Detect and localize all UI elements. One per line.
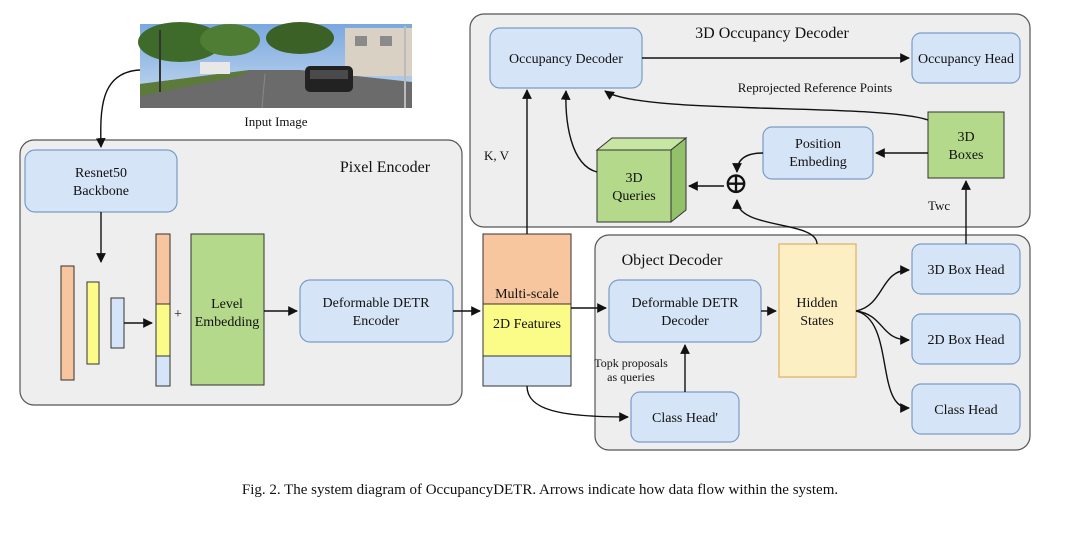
deformable-decoder-box xyxy=(608,279,762,343)
arrow-hidden-to-box2d xyxy=(855,310,910,345)
input-image xyxy=(138,22,412,109)
hidden-states-label-2: States xyxy=(800,314,833,329)
figure-caption: Fig. 2. The system diagram of OccupancyD… xyxy=(241,482,839,498)
kv-label: K, V xyxy=(484,148,510,163)
box3d-head-label: 3D Box Head xyxy=(928,263,1005,278)
features-orange xyxy=(482,233,572,305)
deformable-encoder-box xyxy=(299,279,454,343)
class-head-prime-label: Class Head' xyxy=(652,411,718,426)
resnet-backbone-box xyxy=(24,149,178,213)
boxes-3d-label-2: Boxes xyxy=(949,148,984,163)
hidden-states-box xyxy=(778,243,857,378)
features-label-2: 2D Features xyxy=(493,317,561,332)
resnet-backbone-label-1: Resnet50 xyxy=(75,166,127,181)
queries-3d-label-2: Queries xyxy=(612,189,656,204)
level-embedding-label-2: Embedding xyxy=(195,315,260,330)
arrow-hidden-to-class xyxy=(855,310,910,413)
arrow-queries-to-occdecoder xyxy=(560,90,598,173)
occupancy-decoder-label: Occupancy Decoder xyxy=(509,52,623,67)
level-embedding-box xyxy=(190,233,265,386)
pixel-encoder-title: Pixel Encoder xyxy=(340,159,431,176)
queries-3d-label-1: 3D xyxy=(625,171,642,186)
arrow-position-to-add xyxy=(732,152,764,173)
features-label-1: Multi-scale xyxy=(495,287,559,302)
reprojected-points-label: Reprojected Reference Points xyxy=(738,80,893,95)
resnet-backbone-label-2: Backbone xyxy=(73,184,129,199)
flow-arrows xyxy=(95,53,971,422)
feature-bar-blue xyxy=(110,297,125,349)
arrow-hidden-to-box3d xyxy=(855,265,910,312)
occupancy-head-box xyxy=(911,32,1021,84)
input-image-label: Input Image xyxy=(244,114,307,129)
class-head-box xyxy=(911,383,1021,435)
stack-yellow xyxy=(155,303,171,357)
class-head-label: Class Head xyxy=(934,403,997,418)
object-decoder-title: Object Decoder xyxy=(622,252,724,269)
arrow-hidden-to-add xyxy=(732,199,818,245)
boxes-3d xyxy=(927,111,1005,179)
box2d-head-box xyxy=(911,313,1021,365)
topk-label-1: Topk proposals xyxy=(594,356,668,370)
features-blue xyxy=(482,355,572,387)
position-embedding-box xyxy=(762,126,874,180)
occupancy-group-title: 3D Occupancy Decoder xyxy=(695,25,849,42)
concat-plus: + xyxy=(174,307,182,322)
arrow-boxes-to-occdecoder-reprojected xyxy=(604,90,929,121)
feature-bar-yellow xyxy=(86,281,100,365)
deformable-encoder-label-1: Deformable DETR xyxy=(323,296,431,311)
topk-label-2: as queries xyxy=(607,370,655,384)
position-embedding-label-2: Embeding xyxy=(789,155,847,170)
feature-bar-orange xyxy=(60,265,75,381)
box2d-head-label: 2D Box Head xyxy=(928,333,1005,348)
occupancy-head-label: Occupancy Head xyxy=(918,52,1014,67)
deformable-decoder-label-2: Decoder xyxy=(661,314,709,329)
arrow-image-to-backbone xyxy=(95,69,141,148)
hidden-states-label-1: Hidden xyxy=(796,296,837,311)
deformable-encoder-label-2: Encoder xyxy=(353,314,400,329)
stack-orange xyxy=(155,233,171,305)
deformable-decoder-label-1: Deformable DETR xyxy=(632,296,740,311)
stack-blue xyxy=(155,355,171,387)
add-operator: ⊕ xyxy=(723,167,748,200)
boxes-3d-label-1: 3D xyxy=(957,130,974,145)
queries-3d-cube xyxy=(595,136,688,224)
twc-label: Twc xyxy=(928,198,950,213)
features-yellow xyxy=(482,303,572,357)
level-embedding-label-1: Level xyxy=(211,297,243,312)
position-embedding-label-1: Position xyxy=(795,137,841,152)
arrow-features-to-classhead xyxy=(526,385,629,422)
